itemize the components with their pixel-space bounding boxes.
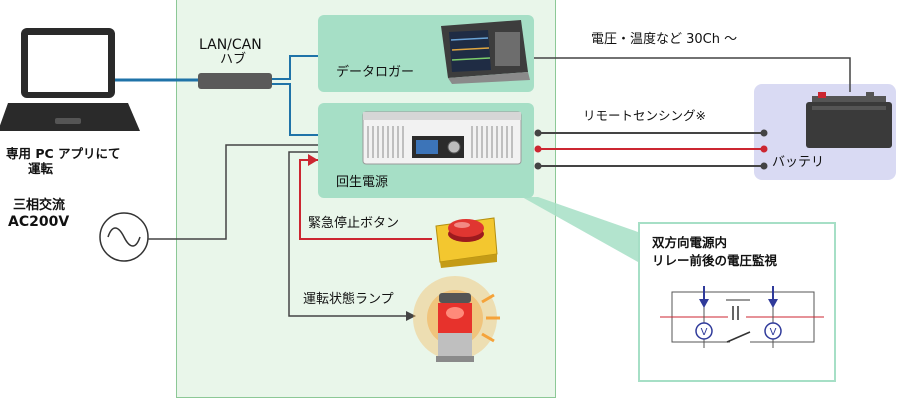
callout-line1: 双方向電源内 (652, 235, 728, 250)
relay-voltage-circuit: V V (660, 286, 824, 348)
callout-box (638, 222, 836, 382)
emergency-stop-label: 緊急停止ボタン (308, 216, 400, 231)
voltmeter-left-symbol: V (701, 327, 708, 338)
status-lamp-label: 運転状態ランプ (303, 292, 394, 307)
ac-label-line1: 三相交流 (13, 198, 66, 213)
data-logger-label: データロガー (336, 65, 415, 80)
pc-label-line2: 運転 (28, 161, 54, 176)
battery-label: バッテリ (772, 155, 825, 170)
hub-icon (198, 73, 272, 89)
output-wiring (534, 129, 768, 170)
ac-label-line2: AC200V (8, 214, 70, 230)
hub-label-line2: ハブ (220, 52, 247, 67)
status-lamp-line (288, 151, 416, 321)
ac-power-line (148, 144, 318, 240)
hub-label-line1: LAN/CAN (199, 37, 262, 53)
voltmeter-right-symbol: V (770, 327, 777, 338)
callout-line2: リレー前後の電圧監視 (652, 253, 778, 268)
pc-label-line1: 専用 PC アプリにて (6, 146, 121, 161)
regen-supply-label: 回生電源 (336, 175, 389, 190)
remote-sensing-label: リモートセンシング※ (583, 108, 706, 123)
regen-supply-device-icon (362, 111, 522, 165)
emergency-stop-button-icon (435, 217, 498, 268)
network-cable-hub-devices (272, 55, 318, 136)
status-lamp-icon (413, 276, 500, 362)
laptop-icon (0, 28, 140, 131)
data-logger-device-icon (441, 20, 530, 84)
ac-source-icon (99, 212, 149, 262)
voltage-temp-label: 電圧・温度など 30Ch ～ (591, 32, 738, 47)
battery-icon (806, 92, 892, 148)
emergency-stop-line (299, 154, 432, 240)
measurement-line (534, 57, 851, 92)
